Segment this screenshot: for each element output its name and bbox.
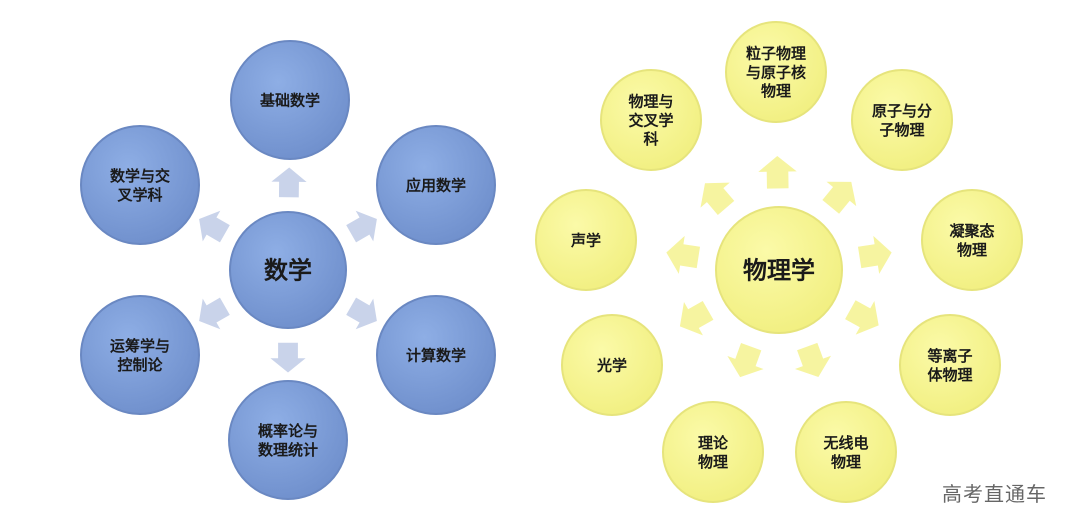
math-node-2: 应用数学	[376, 125, 496, 245]
physics-arrow-4	[845, 300, 879, 335]
math-node-6-circle	[80, 125, 200, 245]
math-arrow-4	[270, 342, 306, 373]
physics-center-node-circle	[715, 206, 843, 334]
math-node-5-label: 运筹学与	[110, 337, 170, 355]
math-center-node: 数学	[229, 211, 347, 329]
physics-arrow-8	[666, 235, 701, 274]
math-node-5-circle	[80, 295, 200, 415]
math-node-2-circle	[376, 125, 496, 245]
physics-node-9-label: 交叉学	[628, 111, 673, 129]
math-node-3-label: 计算数学	[406, 346, 466, 364]
physics-arrow-7	[679, 300, 714, 336]
physics-arrow-9	[700, 182, 735, 215]
physics-node-1-label: 与原子核	[746, 63, 806, 81]
math-node-5-label: 控制论	[117, 356, 163, 374]
math-node-6-label: 叉学科	[116, 186, 162, 204]
math-node-4-label: 数理统计	[258, 441, 318, 459]
physics-arrow-3	[857, 235, 892, 274]
physics-center-node-label: 物理学	[743, 257, 815, 285]
math-arrow-5	[199, 297, 230, 330]
math-node-6-label: 数学与交	[110, 167, 170, 185]
physics-arrow-6	[727, 343, 764, 378]
math-node-3: 计算数学	[376, 295, 496, 415]
physics-node-1-label: 粒子物理	[746, 45, 806, 63]
physics-node-4-label: 等离子	[927, 347, 972, 365]
math-node-4-label: 概率论与	[258, 422, 318, 440]
math-node-3-circle	[376, 295, 496, 415]
physics-node-6-label: 理论	[698, 434, 729, 452]
math-arrow-6	[199, 210, 230, 243]
physics-node-4-circle	[899, 314, 1001, 416]
math-arrow-2	[346, 210, 377, 243]
math-arrow-3	[346, 297, 377, 330]
physics-node-1-label: 物理	[761, 82, 791, 100]
physics-node-9-label: 物理与	[628, 93, 673, 111]
physics-arrow-1	[758, 156, 797, 189]
physics-node-5-label: 物理	[831, 453, 861, 471]
physics-center-node: 物理学	[715, 206, 843, 334]
physics-arrow-5	[794, 342, 832, 377]
physics-node-3-circle	[921, 189, 1023, 291]
physics-node-7-label: 光学	[596, 356, 627, 374]
math-node-2-label: 应用数学	[406, 176, 466, 194]
math-node-1-circle	[230, 40, 350, 160]
physics-node-6-circle	[662, 401, 764, 503]
physics-node-2-label: 子物理	[879, 121, 924, 139]
physics-node-7: 光学	[561, 314, 663, 416]
physics-node-4-label: 体物理	[927, 366, 972, 384]
physics-node-3-label: 凝聚态	[949, 222, 994, 240]
physics-node-5-circle	[795, 401, 897, 503]
physics-node-3-label: 物理	[957, 241, 987, 259]
physics-node-1-circle	[725, 21, 827, 123]
physics-node-8-circle	[535, 189, 637, 291]
watermark: 高考直通车	[942, 482, 1047, 506]
physics-node-2-circle	[851, 69, 953, 171]
physics-node-9-circle	[600, 69, 702, 171]
physics-arrow-2	[822, 181, 857, 214]
physics-node-2-label: 原子与分	[872, 102, 932, 120]
physics-node-7-circle	[561, 314, 663, 416]
math-node-1-label: 基础数学	[259, 91, 320, 109]
math-arrow-1	[271, 167, 307, 198]
physics-node-5-label: 无线电	[822, 434, 868, 452]
math-center-node-circle	[229, 211, 347, 329]
physics-node-9-label: 科	[643, 130, 658, 148]
physics-node-6-label: 物理	[698, 453, 728, 471]
math-node-4-circle	[228, 380, 348, 500]
math-node-1: 基础数学	[230, 40, 350, 160]
physics-node-8-label: 声学	[570, 231, 601, 249]
math-center-node-label: 数学	[264, 257, 312, 285]
physics-node-8: 声学	[535, 189, 637, 291]
